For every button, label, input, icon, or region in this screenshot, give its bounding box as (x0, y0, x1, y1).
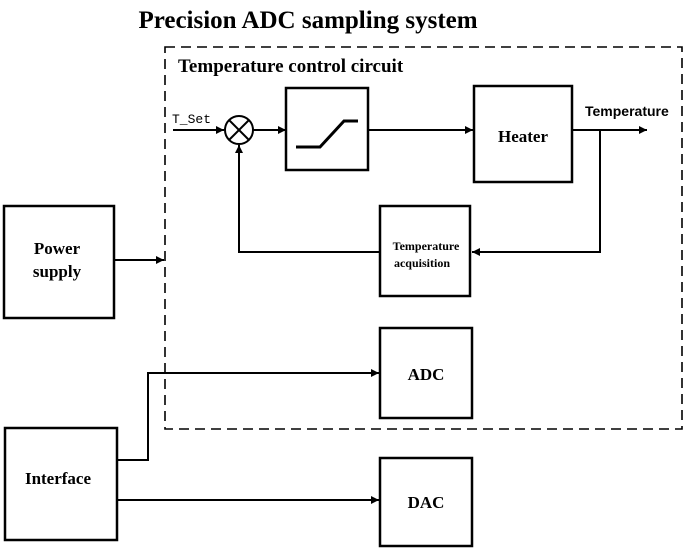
adc-label: ADC (408, 365, 445, 384)
interface-label: Interface (25, 469, 92, 488)
acquisition-label-line1: Temperature (393, 239, 460, 253)
temperature-control-label: Temperature control circuit (178, 56, 404, 77)
temperature-control-boundary (164, 46, 683, 430)
dac-label: DAC (408, 493, 445, 512)
adc-block (378, 326, 474, 420)
power-supply-label-line2: supply (33, 262, 82, 281)
diagram-title: Precision ADC sampling system (138, 7, 477, 34)
setpoint-label: T_Set (172, 112, 211, 127)
saturation-icon (296, 119, 358, 149)
heater-block (472, 84, 574, 184)
temperature-output-label: Temperature (585, 103, 669, 119)
power-supply-label-line1: Power (34, 239, 81, 258)
temperature-acquisition-block (378, 204, 472, 298)
interface-to-adc-wire (117, 369, 379, 461)
interface-block (3, 426, 119, 542)
summing-junction-icon (224, 115, 254, 145)
feedback-to-acquisition-wire (472, 130, 601, 256)
dac-block (378, 456, 474, 548)
acquisition-label-line2: acquisition (394, 256, 450, 270)
heater-label: Heater (498, 127, 548, 146)
power-supply-block (2, 204, 116, 320)
controller-block (284, 86, 370, 172)
feedback-to-junction-wire (235, 145, 380, 253)
